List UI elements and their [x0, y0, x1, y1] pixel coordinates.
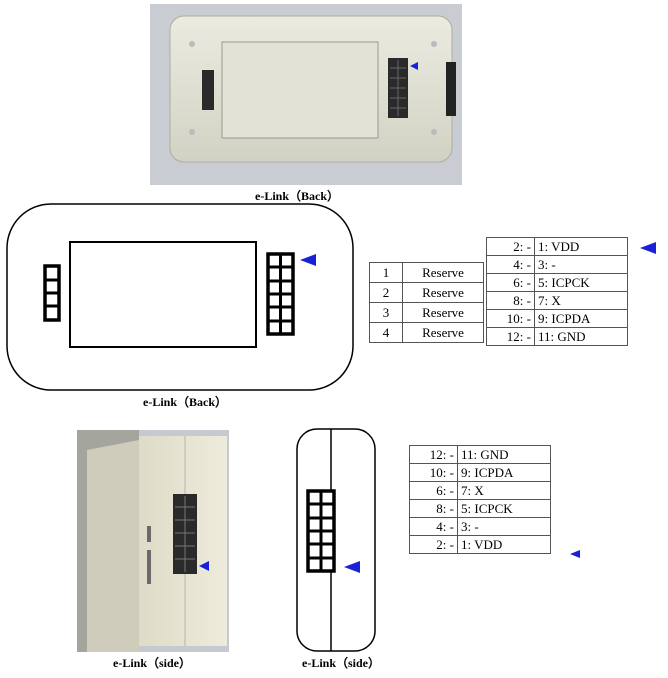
pin-even: 2: -: [486, 237, 535, 256]
table-row: 12: -11: GND: [409, 445, 551, 464]
table-row: 6: -5: ICPCK: [486, 273, 628, 292]
caption-photo-side: e-Link（side）: [113, 656, 192, 670]
reserve-label: Reserve: [402, 322, 484, 343]
reserve-num: 4: [369, 322, 403, 343]
reserve-label: Reserve: [402, 282, 484, 303]
pin-odd: 9: ICPDA: [534, 309, 628, 328]
reserve-num: 3: [369, 302, 403, 323]
pin1-arrow-side-table: [570, 550, 580, 558]
pin-odd: 11: GND: [457, 445, 551, 464]
pin-odd: 5: ICPCK: [457, 499, 551, 518]
table-row: 4: -3: -: [486, 255, 628, 274]
photo-side: [77, 430, 229, 652]
table-row: 2: -1: VDD: [486, 237, 628, 256]
pin-even: 6: -: [486, 273, 535, 292]
pin-even: 6: -: [409, 481, 458, 500]
table-row: 10: -9: ICPDA: [409, 463, 551, 482]
pin-even: 12: -: [486, 327, 535, 346]
pin1-arrow-back: [300, 254, 316, 266]
pin-even: 10: -: [486, 309, 535, 328]
pin-even: 4: -: [409, 517, 458, 536]
caption-diagram-side: e-Link（side）: [302, 656, 381, 670]
back-pin-table: 2: -1: VDD 4: -3: - 6: -5: ICPCK 8: -7: …: [486, 237, 628, 346]
pin-odd: 7: X: [534, 291, 628, 310]
table-row: 8: -5: ICPCK: [409, 499, 551, 518]
table-row: 10: -9: ICPDA: [486, 309, 628, 328]
table-row: 6: -7: X: [409, 481, 551, 500]
reserve-label: Reserve: [402, 302, 484, 323]
reserve-label: Reserve: [402, 262, 484, 283]
reserve-num: 2: [369, 282, 403, 303]
pin-even: 4: -: [486, 255, 535, 274]
pin-even: 2: -: [409, 535, 458, 554]
diagram-side: [296, 428, 376, 652]
table-row: 12: -11: GND: [486, 327, 628, 346]
pin-odd: 3: -: [457, 517, 551, 536]
pin-odd: 1: VDD: [534, 237, 628, 256]
pin1-arrow-side: [344, 561, 360, 573]
table-row: 2: -1: VDD: [409, 535, 551, 554]
diagram-back: [6, 203, 354, 391]
photo-back: [150, 4, 462, 185]
side-pin-table: 12: -11: GND 10: -9: ICPDA 6: -7: X 8: -…: [409, 445, 551, 554]
caption-photo-back: e-Link（Back）: [255, 189, 340, 203]
table-row: 8: -7: X: [486, 291, 628, 310]
pin-even: 8: -: [486, 291, 535, 310]
pin-odd: 11: GND: [534, 327, 628, 346]
pin-odd: 3: -: [534, 255, 628, 274]
pin-even: 8: -: [409, 499, 458, 518]
pin-odd: 1: VDD: [457, 535, 551, 554]
pin-odd: 9: ICPDA: [457, 463, 551, 482]
pin-odd: 5: ICPCK: [534, 273, 628, 292]
caption-diagram-back: e-Link（Back）: [143, 395, 228, 409]
pin1-arrow-back-table: [640, 242, 656, 254]
pin-odd: 7: X: [457, 481, 551, 500]
pin-even: 12: -: [409, 445, 458, 464]
pin-even: 10: -: [409, 463, 458, 482]
table-row: 4: -3: -: [409, 517, 551, 536]
reserve-num: 1: [369, 262, 403, 283]
